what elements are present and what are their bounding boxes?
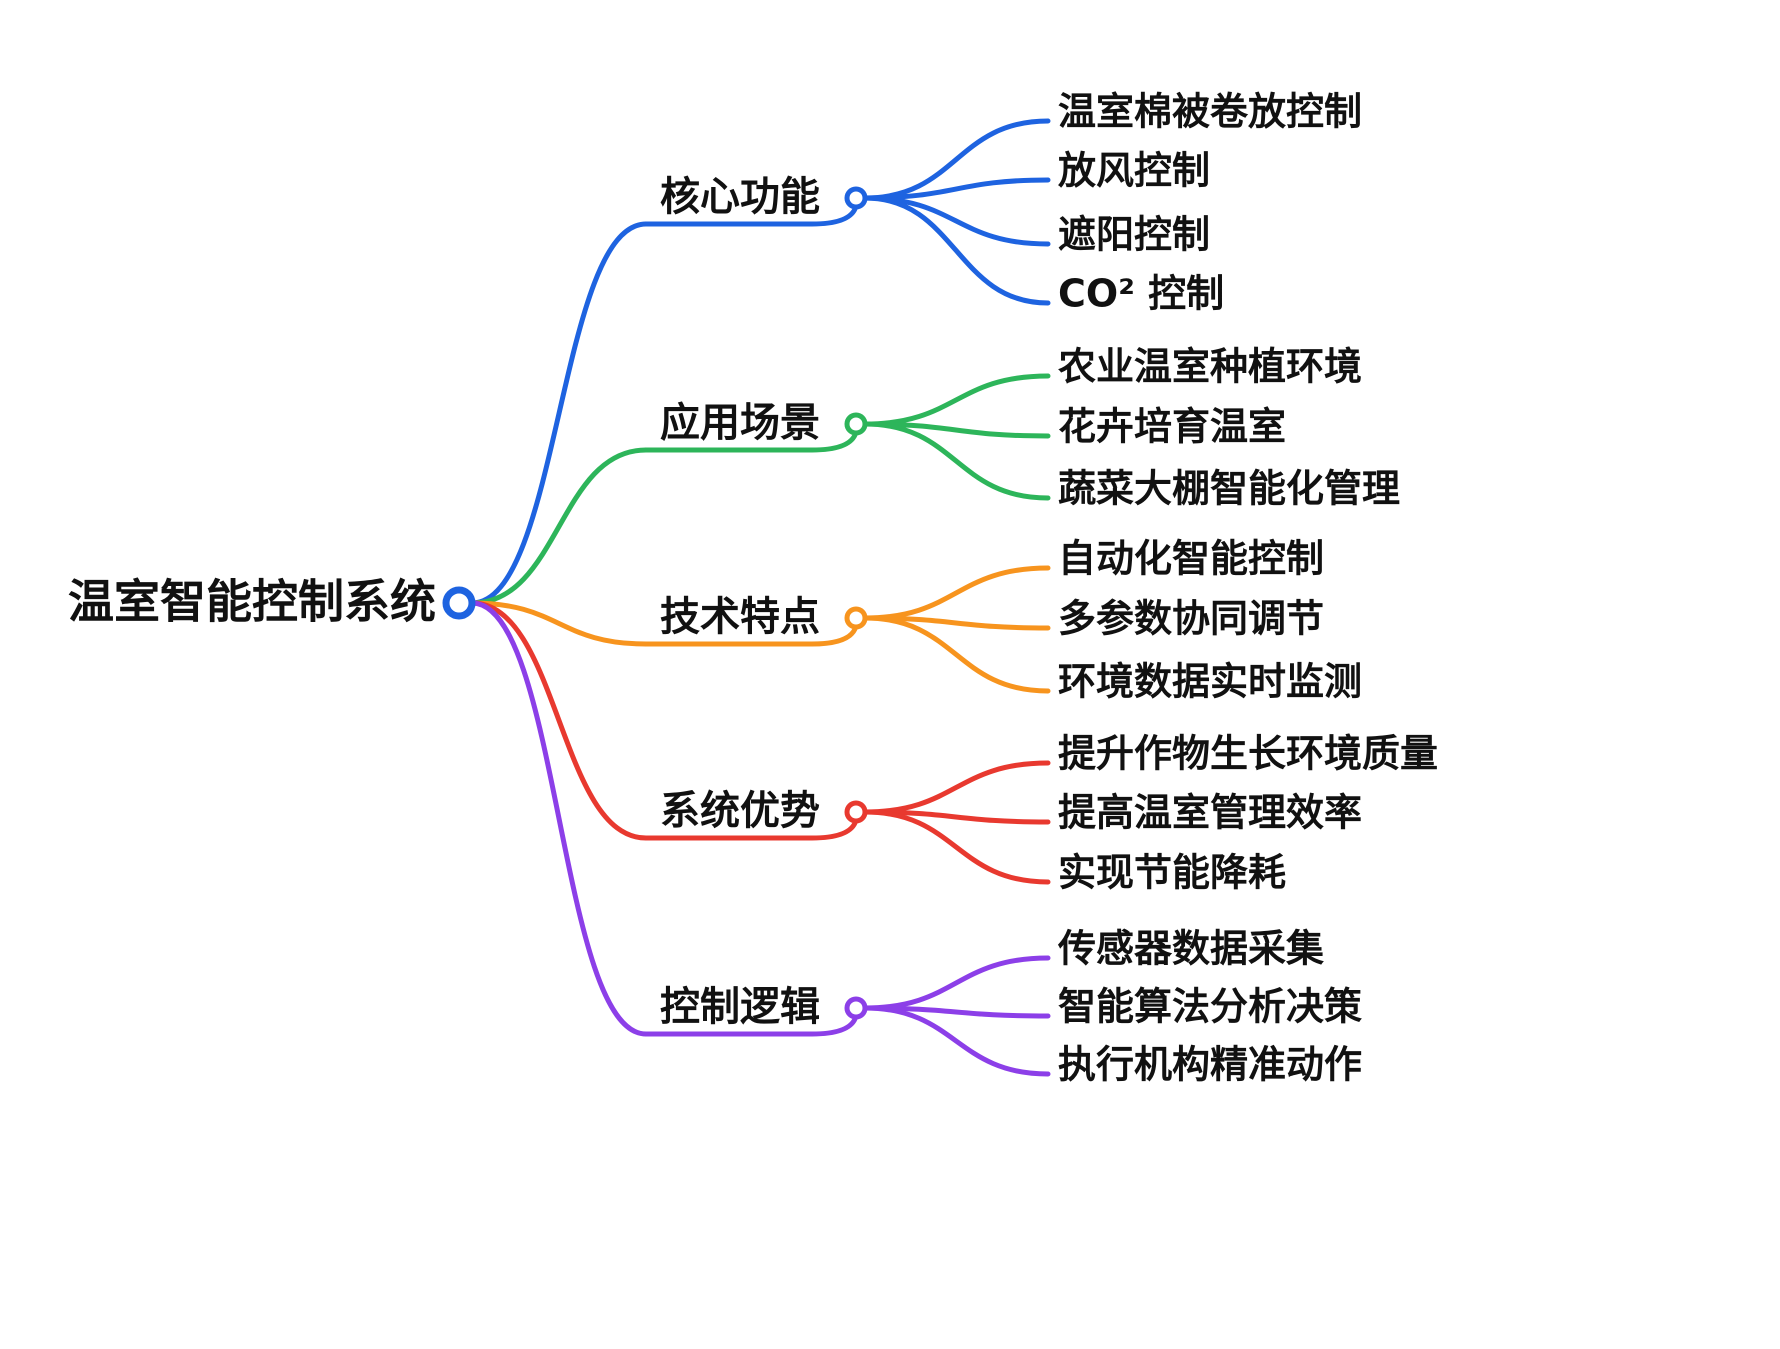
child-node-system-advantages-2[interactable]: 提高温室管理效率 <box>1058 790 1363 835</box>
branch-underline-system-advantages <box>643 820 858 841</box>
branch-node-core-functions[interactable]: 核心功能 <box>660 174 820 221</box>
branch-node-system-advantages[interactable]: 系统优势 <box>660 788 820 835</box>
link-system-advantages-child-1 <box>862 760 1051 815</box>
link-core-functions-child-4 <box>862 195 1051 306</box>
link-application-scenarios-child-3 <box>862 421 1051 501</box>
link-root-core-functions <box>469 221 649 606</box>
child-node-application-scenarios-3[interactable]: 蔬菜大棚智能化管理 <box>1058 466 1401 511</box>
child-node-technical-features-1[interactable]: 自动化智能控制 <box>1058 536 1325 581</box>
child-node-application-scenarios-2[interactable]: 花卉培育温室 <box>1058 404 1287 449</box>
link-root-technical-features <box>469 600 649 647</box>
link-core-functions-child-1 <box>862 118 1051 201</box>
branch-circle-technical-features[interactable] <box>844 606 868 630</box>
child-node-core-functions-3[interactable]: 遮阳控制 <box>1058 212 1211 257</box>
branch-circle-application-scenarios[interactable] <box>844 412 868 436</box>
branch-circle-core-functions[interactable] <box>844 186 868 210</box>
child-node-technical-features-3[interactable]: 环境数据实时监测 <box>1058 659 1363 704</box>
branch-underline-application-scenarios <box>643 432 858 453</box>
branch-node-technical-features[interactable]: 技术特点 <box>660 594 820 641</box>
link-core-functions-child-2 <box>862 177 1051 201</box>
link-core-functions-child-3 <box>862 195 1051 247</box>
link-technical-features-child-1 <box>862 565 1051 621</box>
child-node-control-logic-3[interactable]: 执行机构精准动作 <box>1058 1042 1363 1087</box>
branch-underline-technical-features <box>643 626 858 647</box>
branch-node-control-logic[interactable]: 控制逻辑 <box>660 984 820 1031</box>
link-technical-features-child-3 <box>862 615 1051 694</box>
root-node[interactable]: 温室智能控制系统 <box>68 574 436 629</box>
link-system-advantages-child-3 <box>862 809 1051 885</box>
child-node-application-scenarios-1[interactable]: 农业温室种植环境 <box>1058 344 1363 389</box>
branch-circle-control-logic[interactable] <box>844 996 868 1020</box>
link-root-control-logic <box>469 600 649 1037</box>
child-node-system-advantages-1[interactable]: 提升作物生长环境质量 <box>1058 731 1439 776</box>
link-application-scenarios-child-1 <box>862 373 1051 427</box>
child-node-technical-features-2[interactable]: 多参数协同调节 <box>1058 596 1325 641</box>
branch-circle-system-advantages[interactable] <box>844 800 868 824</box>
root-node-circle[interactable] <box>442 586 476 620</box>
child-node-core-functions-1[interactable]: 温室棉被卷放控制 <box>1058 89 1363 134</box>
link-control-logic-child-1 <box>862 955 1051 1011</box>
link-root-application-scenarios <box>469 447 649 606</box>
child-node-control-logic-2[interactable]: 智能算法分析决策 <box>1058 984 1363 1029</box>
branch-underline-control-logic <box>643 1016 858 1037</box>
branch-underline-core-functions <box>643 206 858 227</box>
link-root-system-advantages <box>469 600 649 841</box>
link-control-logic-child-3 <box>862 1005 1051 1077</box>
branch-node-application-scenarios[interactable]: 应用场景 <box>660 400 820 447</box>
child-node-system-advantages-3[interactable]: 实现节能降耗 <box>1058 850 1287 895</box>
child-node-control-logic-1[interactable]: 传感器数据采集 <box>1058 926 1325 971</box>
child-node-core-functions-4[interactable]: CO² 控制 <box>1058 271 1225 316</box>
child-node-core-functions-2[interactable]: 放风控制 <box>1058 148 1211 193</box>
